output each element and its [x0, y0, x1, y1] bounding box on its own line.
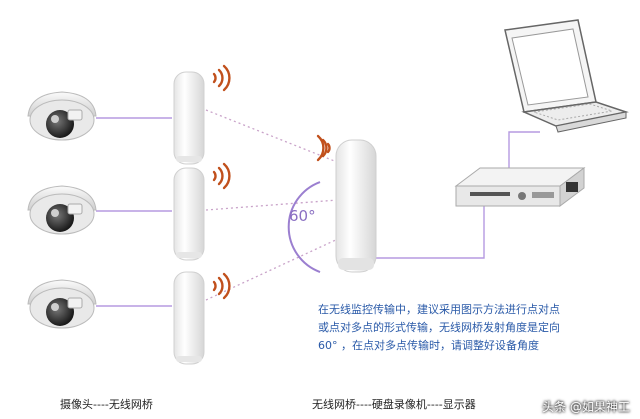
wifi-signal-icon	[316, 134, 331, 162]
nvr-recorder	[454, 167, 586, 207]
description-line-2: 或点对多点的形式传输，无线网桥发射角度是定向	[318, 321, 560, 334]
wireless-bridge-3	[173, 271, 205, 365]
camera-link-lines	[96, 117, 172, 307]
description-text: 在无线监控传输中，建议采用图示方法进行点对点 或点对多点的形式传输，无线网桥发射…	[318, 301, 618, 355]
wireless-bridge-2	[173, 167, 205, 261]
left-caption: 摄像头----无线网桥	[60, 398, 153, 411]
wifi-signal-icon	[212, 162, 231, 190]
right-caption: 无线网桥----硬盘录像机----显示器	[312, 398, 476, 411]
laptop	[504, 19, 629, 133]
dome-camera-3	[27, 279, 97, 329]
wifi-signal-icon	[212, 64, 231, 92]
central-wireless-bridge	[335, 139, 377, 273]
watermark: 头条 @如果神工	[542, 400, 630, 414]
dome-camera-1	[27, 91, 97, 141]
wireless-bridge-1	[173, 71, 205, 165]
description-line-1: 在无线监控传输中，建议采用图示方法进行点对点	[318, 303, 560, 316]
nvr-link-lines	[374, 131, 540, 259]
wifi-signal-icon	[212, 272, 231, 300]
dome-camera-2	[27, 185, 97, 235]
description-line-3: 60° ，在点对多点传输时，请调整好设备角度	[318, 339, 539, 352]
angle-label: 60°	[289, 207, 316, 225]
wireless-beams	[205, 109, 343, 301]
angle-arc	[287, 181, 321, 273]
